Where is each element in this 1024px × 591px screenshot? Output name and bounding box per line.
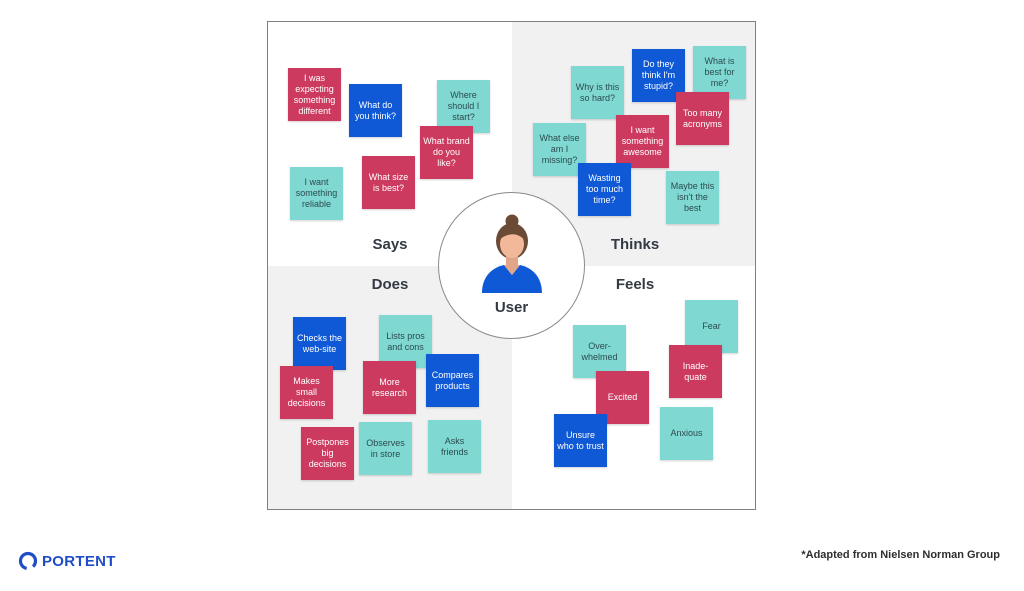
sticky-note-text: More research xyxy=(371,376,407,398)
sticky-note: What is best for me? xyxy=(693,46,746,99)
sticky-note: What do you think? xyxy=(349,84,402,137)
portent-logo: PORTENT xyxy=(18,550,116,572)
does-label: Does xyxy=(371,276,409,293)
sticky-note-text: Lists pros and cons xyxy=(386,330,425,352)
feels-label: Feels xyxy=(615,276,655,293)
thinks-label: Thinks xyxy=(610,236,660,253)
empathy-map: Says Thinks Does Feels I was expecting s… xyxy=(267,21,756,510)
user-avatar-icon xyxy=(482,214,542,293)
sticky-note: Over-whelmed xyxy=(573,325,626,378)
sticky-note: Anxious xyxy=(660,407,713,460)
sticky-note: Why is this so hard? xyxy=(571,66,624,119)
sticky-note-text: Over-whelmed xyxy=(581,340,618,362)
sticky-note-text: Compares products xyxy=(431,369,474,391)
sticky-note: Asks friends xyxy=(428,420,481,473)
sticky-note-text: Postpones big decisions xyxy=(306,437,349,469)
sticky-note: Maybe this isn't the best xyxy=(666,171,719,224)
sticky-note-text: Inade-quate xyxy=(682,360,709,382)
sticky-note: Compares products xyxy=(426,354,479,407)
sticky-note: Too many acronyms xyxy=(676,92,729,145)
sticky-note: I want something awesome xyxy=(616,115,669,168)
sticky-note: Makes small decisions xyxy=(280,366,333,419)
sticky-note-text: Makes small decisions xyxy=(287,376,326,408)
sticky-note-text: I was expecting something different xyxy=(293,72,336,116)
sticky-note-text: Why is this so hard? xyxy=(575,81,620,103)
sticky-note-text: Anxious xyxy=(670,428,703,438)
sticky-note-text: Unsure who to trust xyxy=(557,429,604,451)
sticky-note-text: Fear xyxy=(702,321,721,331)
sticky-note: Unsure who to trust xyxy=(554,414,607,467)
sticky-note-text: What else am I missing? xyxy=(539,133,580,165)
sticky-note: Where should I start? xyxy=(437,80,490,133)
sticky-note-text: Too many acronyms xyxy=(682,107,723,129)
says-label: Says xyxy=(372,236,408,253)
sticky-note-text: Do they think I'm stupid? xyxy=(641,59,676,91)
portent-logo-text: PORTENT xyxy=(42,552,116,570)
sticky-note-text: I want something reliable xyxy=(295,177,338,209)
sticky-note: What brand do you like? xyxy=(420,126,473,179)
sticky-note: More research xyxy=(363,361,416,414)
sticky-note: Wasting too much time? xyxy=(578,163,631,216)
sticky-note-text: What do you think? xyxy=(354,99,397,121)
sticky-note-text: Maybe this isn't the best xyxy=(670,181,715,213)
sticky-note: Inade-quate xyxy=(669,345,722,398)
sticky-note: What else am I missing? xyxy=(533,123,586,176)
sticky-note: Lists pros and cons xyxy=(379,315,432,368)
sticky-note-text: What is best for me? xyxy=(704,56,735,88)
sticky-note: Postpones big decisions xyxy=(301,427,354,480)
sticky-note-text: Asks friends xyxy=(440,435,468,457)
sticky-note-text: Where should I start? xyxy=(447,90,480,122)
sticky-note: I want something reliable xyxy=(290,167,343,220)
sticky-note-text: What brand do you like? xyxy=(423,136,470,168)
sticky-note-text: Wasting too much time? xyxy=(585,173,624,205)
user-label: User xyxy=(494,299,529,316)
sticky-note-text: Excited xyxy=(607,392,638,402)
sticky-note: What size is best? xyxy=(362,156,415,209)
sticky-note-text: What size is best? xyxy=(368,171,409,193)
portent-logo-icon xyxy=(18,551,38,571)
user-circle: User xyxy=(438,192,585,339)
sticky-note-text: Observes in store xyxy=(366,437,405,459)
sticky-note: Checks the web-site xyxy=(293,317,346,370)
source-footnote: *Adapted from Nielsen Norman Group xyxy=(801,549,1000,561)
sticky-note-text: Checks the web-site xyxy=(296,332,343,354)
sticky-note: I was expecting something different xyxy=(288,68,341,121)
sticky-note-text: I want something awesome xyxy=(621,125,664,157)
sticky-note: Observes in store xyxy=(359,422,412,475)
sticky-note: Fear xyxy=(685,300,738,353)
